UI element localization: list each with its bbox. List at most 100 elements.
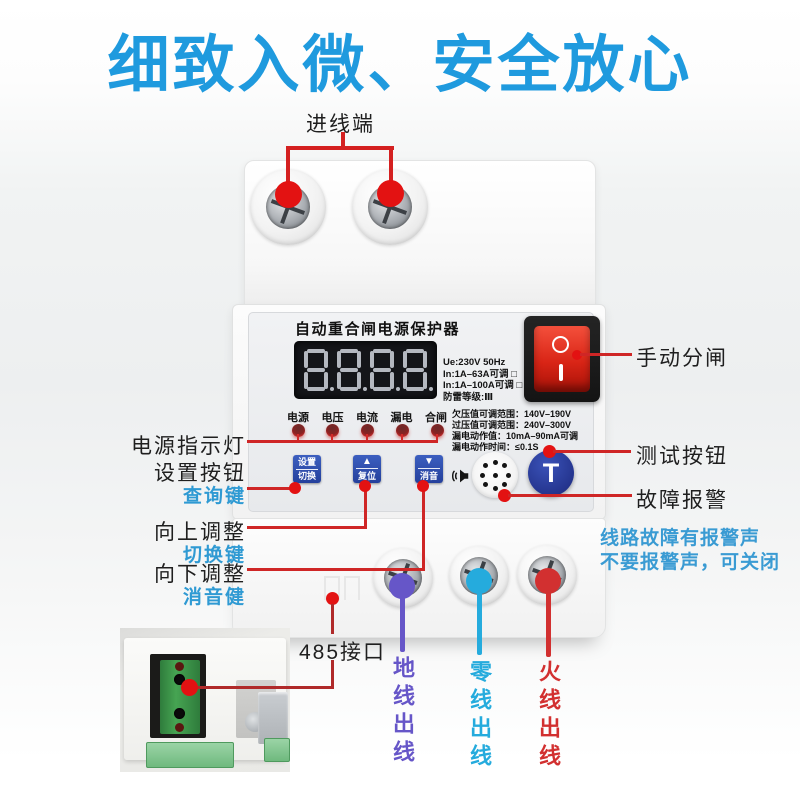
indicator-label: 漏电 <box>390 412 413 424</box>
device-model-title: 自动重合闸电源保护器 <box>295 321 461 338</box>
alarm-note-line2: 不要报警声，可关闭 <box>600 552 781 573</box>
ground-wire-line <box>400 596 405 652</box>
indicator-led <box>395 424 409 437</box>
terminal-screw <box>175 723 184 732</box>
photo-din-clip <box>264 738 290 762</box>
led-display <box>294 341 437 399</box>
photo-din-clip <box>146 742 234 768</box>
callout-dot-set-button <box>289 482 301 494</box>
alarm-buzzer <box>472 452 518 498</box>
indicator-label-row: 电源电压电流漏电合闸 <box>281 409 453 425</box>
arrow-down-icon: ▼ <box>424 456 434 467</box>
callout-line-485 <box>331 604 334 634</box>
indicator-led <box>430 424 444 437</box>
photo-485-terminal-block <box>160 660 200 734</box>
rocker-on-mark: I <box>559 364 563 381</box>
callout-line-up-adjust <box>364 486 367 528</box>
label-485-interface: 485接口 <box>299 641 387 664</box>
callout-line-set-button <box>247 487 295 490</box>
neutral-wire-dot <box>466 568 492 594</box>
button-divider <box>296 468 318 470</box>
callout-dot-485-terminal <box>181 679 198 696</box>
callout-line-incoming <box>389 146 393 194</box>
emboss-mark <box>324 576 340 600</box>
led-callout-stem <box>436 434 438 442</box>
set-switch-button[interactable]: 设置 切换 <box>293 455 321 483</box>
led-callout-stem <box>331 434 333 442</box>
callout-line-down-adjust <box>422 486 425 570</box>
label-ground-wire-out: 地线出线 <box>390 656 415 768</box>
ground-wire-dot <box>389 573 415 599</box>
callout-dot-test-button <box>543 445 556 458</box>
callout-dot-485-location <box>326 592 339 605</box>
callout-line-fault-alarm <box>508 494 632 497</box>
callout-line-485 <box>331 660 334 688</box>
label-set-button: 设置按钮 <box>154 462 246 485</box>
callout-line-test-button <box>553 450 631 453</box>
indicator-label: 电源 <box>287 412 309 424</box>
down-mute-button[interactable]: ▼ 消音 <box>415 455 443 483</box>
callout-line-incoming <box>286 146 394 150</box>
up-reset-button[interactable]: ▲ 复位 <box>353 455 381 483</box>
rocker-off-mark: O <box>552 336 569 353</box>
callout-line-485 <box>190 686 334 689</box>
label-live-wire-out: 火线出线 <box>536 660 561 772</box>
photo-metal-clamp <box>258 692 288 744</box>
callout-line-manual-switch <box>580 353 632 356</box>
indicator-led <box>325 424 339 437</box>
label-fault-alarm: 故障报警 <box>636 489 728 512</box>
button-divider <box>356 468 378 469</box>
callout-dot-up-adjust <box>359 480 371 492</box>
terminal-hole <box>174 708 185 719</box>
live-wire-dot <box>535 568 561 594</box>
button-divider <box>418 468 440 469</box>
set-button-label-top: 设置 <box>297 456 316 467</box>
display-digit <box>304 349 334 391</box>
test-button-label: T <box>542 457 560 488</box>
label-test-button: 测试按钮 <box>636 445 728 468</box>
label-query-key: 查询键 <box>182 486 246 507</box>
speaker-icon <box>449 465 471 487</box>
indicator-label: 电压 <box>321 412 344 424</box>
callout-line-down-adjust <box>247 568 425 571</box>
led-callout-stem <box>366 434 368 442</box>
label-neutral-wire-out: 零线出线 <box>467 660 492 772</box>
callout-dot-down-adjust <box>417 480 429 492</box>
display-digit <box>370 349 400 391</box>
indicator-led <box>360 424 374 437</box>
terminal-screw <box>175 662 184 671</box>
label-manual-switch: 手动分闸 <box>636 347 728 370</box>
callout-dot-incoming-left <box>275 181 302 208</box>
callout-dot-incoming-right <box>377 180 404 207</box>
set-button-label-bottom: 切换 <box>297 471 316 482</box>
callout-line-incoming <box>286 146 290 194</box>
alarm-note-line1: 线路故障有报警声 <box>600 528 761 549</box>
label-mute-key: 消音健 <box>182 587 246 608</box>
display-digit <box>337 349 367 391</box>
arrow-up-icon: ▲ <box>362 456 372 467</box>
reset-button-label: 复位 <box>357 471 376 481</box>
callout-line-up-adjust <box>247 526 367 529</box>
indicator-label: 合闸 <box>425 412 447 424</box>
page-title: 细致入微、安全放心 <box>107 31 693 100</box>
led-callout-stem <box>297 434 299 442</box>
callout-dot-manual-switch <box>572 350 582 360</box>
emboss-mark <box>344 576 360 600</box>
callout-line-power-indicator <box>247 440 438 443</box>
indicator-led <box>291 424 305 437</box>
label-incoming-terminal: 进线端 <box>306 113 375 136</box>
label-down-adjust: 向下调整 <box>154 563 246 586</box>
neutral-wire-line <box>477 591 482 655</box>
indicator-label: 电流 <box>356 412 378 424</box>
live-wire-line <box>546 591 551 657</box>
mute-button-label: 消音 <box>419 471 438 481</box>
terminal-hole <box>174 674 185 685</box>
callout-dot-fault-alarm <box>498 489 511 502</box>
label-power-indicator: 电源指示灯 <box>131 435 246 458</box>
display-digit <box>403 349 433 391</box>
label-up-adjust: 向上调整 <box>154 521 246 544</box>
callout-line-incoming <box>341 132 345 149</box>
label-switch-key: 切换键 <box>182 545 246 566</box>
